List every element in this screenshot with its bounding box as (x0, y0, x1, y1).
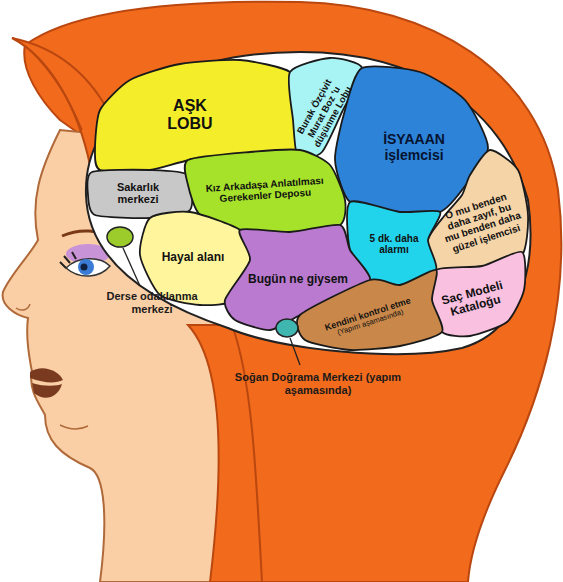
region-text-group: 5 dk. daha alarmı (366, 233, 422, 255)
onion-center-blob (276, 319, 298, 337)
region-text-group: Sakarlık merkezi (105, 181, 171, 206)
region-label: Bugün ne giysem (239, 273, 357, 286)
bangs (30, 50, 82, 130)
pupil (81, 264, 88, 271)
region-label: 5 dk. daha alarmı (366, 233, 422, 255)
region-label: İSYAAAN işlemcisi (368, 132, 460, 163)
hair-strand (188, 325, 262, 582)
lower-lip (32, 383, 62, 398)
leader-line (123, 248, 140, 286)
region-outline (432, 252, 526, 337)
nostril (16, 304, 30, 310)
region-text-group: Bugün ne giysem (239, 273, 357, 286)
chin-line (60, 425, 88, 429)
region-label: Hayal alanı (147, 251, 239, 264)
onion-center-label: Soğan Doğrama Merkezi (yapım aşamasında) (233, 371, 403, 396)
eyelash (60, 252, 76, 268)
region-text-group: AŞK LOBU (159, 97, 221, 133)
focus-center-label: Derse odaklanma merkezi (96, 290, 208, 315)
leader-line (290, 338, 300, 365)
region-label: Sakarlık merkezi (105, 181, 171, 206)
upper-lip (30, 368, 63, 382)
focus-center-blob (107, 227, 133, 247)
region-outline (297, 270, 443, 350)
region-outline (87, 170, 192, 218)
region-text-group: İSYAAAN işlemcisi (368, 132, 460, 163)
brain-base (86, 52, 531, 354)
eye (66, 259, 110, 276)
region-text-group: Hayal alanı (147, 251, 239, 264)
iris (78, 259, 94, 275)
region-label: AŞK LOBU (159, 97, 221, 133)
